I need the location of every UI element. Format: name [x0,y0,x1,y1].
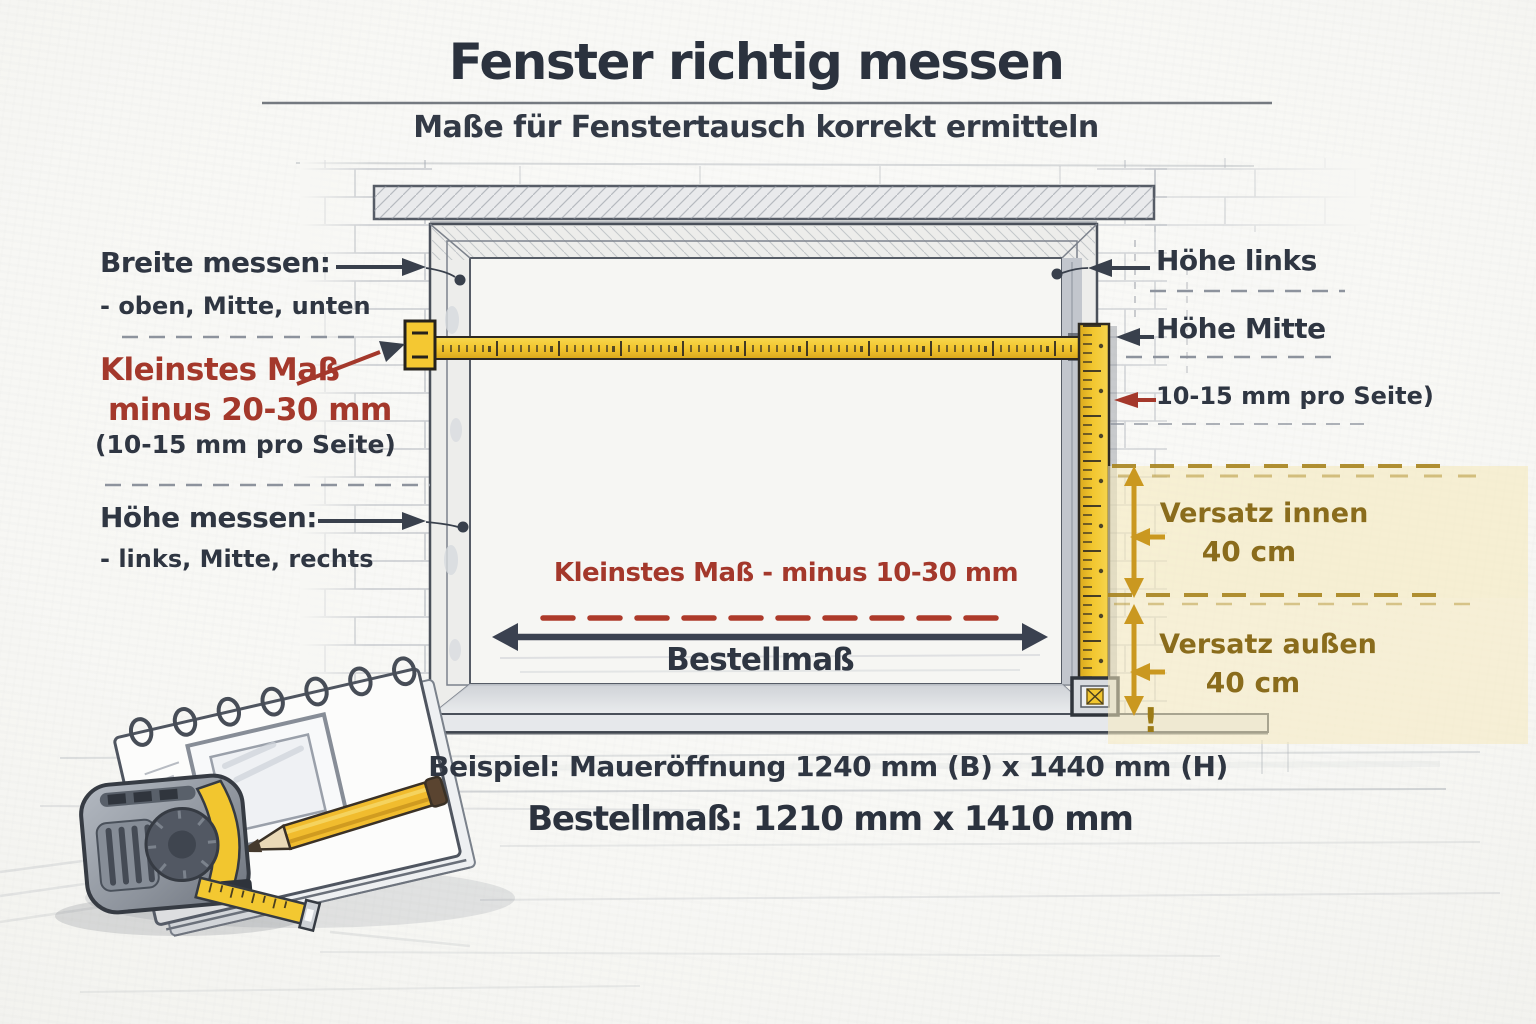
spiral-rings [128,656,417,747]
tape-measure-illustration [79,773,322,933]
versatz-innen-arrow-icon [1124,466,1165,598]
versatz-aussen-label: Versatz außen [1159,629,1377,660]
versatz-bands [1108,464,1528,744]
kleinstes-mass-line2: minus 20-30 mm [108,392,392,428]
center-dimension [492,615,1048,651]
versatz-innen-label: Versatz innen [1159,498,1369,529]
breite-messen-arrow-icon [336,258,466,286]
pro-seite-arrow-icon [1114,392,1156,408]
versatz-innen-value: 40 cm [1201,535,1297,568]
hoehe-mitte-label: Höhe Mitte [1156,312,1326,345]
hoehe-messen-points: - links, Mitte, rechts [100,545,374,573]
bestellmass-result-line: Bestellmaß: 1210 mm x 1410 mm [527,799,1134,839]
page-title: Fenster richtig messen [448,33,1065,91]
hoehe-messen-heading: Höhe messen: [100,501,317,534]
beispiel-line: Beispiel: Maueröffnung 1240 mm (B) x 144… [428,750,1228,783]
page-subtitle: Maße für Fenstertausch korrekt ermitteln [413,110,1099,145]
exclamation-mark: ! [1143,701,1159,741]
hoehe-links-label: Höhe links [1156,244,1317,277]
dashed-guides [105,240,1370,487]
hoehe-mitte-arrow-icon [1116,328,1154,346]
bestellmass-double-arrow-icon [492,623,1048,651]
kleinstes-mass-line1: Kleinstes Maß [100,352,340,388]
lintel-beam [372,184,1156,223]
bestellmass-center-label: Bestellmaß [666,642,855,678]
kleinstes-mass-note: (10-15 mm pro Seite) [95,430,396,459]
pro-seite-note-label: 10-15 mm pro Seite) [1156,382,1434,410]
breite-messen-points: - oben, Mitte, unten [100,292,371,320]
pencil-illustration [239,775,449,853]
hoehe-links-arrow-icon [1051,259,1150,280]
versatz-aussen-value: 40 cm [1205,666,1301,699]
extended-tape [194,876,322,933]
versatz-aussen-arrow-icon [1124,604,1165,716]
kleinstes-mass-arrow-icon [296,341,405,386]
horizontal-measuring-tape [403,319,1080,371]
kleinstes-mass-center-label: Kleinstes Maß - minus 10-30 mm [553,558,1019,588]
breite-messen-heading: Breite messen: [100,246,331,279]
hoehe-messen-arrow-icon [318,512,469,533]
